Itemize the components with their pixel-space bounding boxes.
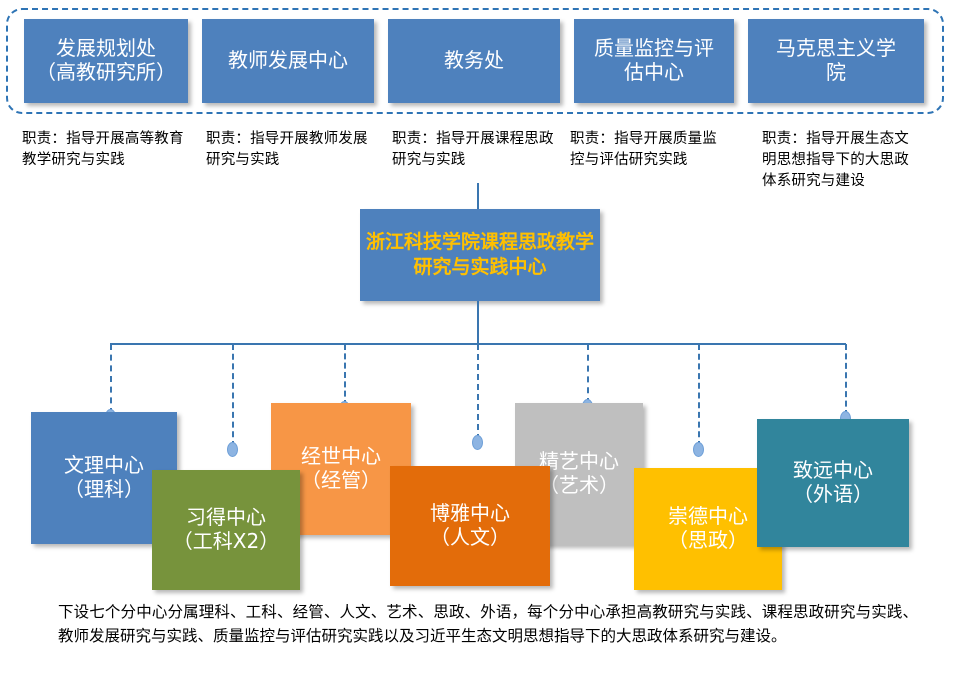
top-unit-box-development-planning[interactable]: 发展规划处 （高教研究所） <box>24 19 188 103</box>
connector-drop-jingshi <box>344 344 346 406</box>
top-unit-box-teacher-development[interactable]: 教师发展中心 <box>202 19 374 103</box>
sub-center-wenli-text: 文理中心（理科） <box>64 453 144 501</box>
connector-drop-chongde <box>698 344 700 447</box>
supervising-units-group-border <box>6 8 944 114</box>
connector-drop-jingyi <box>587 344 589 404</box>
sub-center-box-boya[interactable]: 博雅中心（人文） <box>390 466 550 586</box>
top-unit-box-academic-affairs[interactable]: 教务处 <box>388 19 560 103</box>
connector-drop-wenli <box>110 344 112 414</box>
sub-center-chongde-text: 崇德中心（思政） <box>668 504 748 552</box>
responsibility-caption-marxism-college: 职责：指导开展生态文明思想指导下的大思政体系研究与建设 <box>762 131 909 190</box>
responsibility-caption-quality-monitoring: 职责：指导开展质量监控与评估研究实践 <box>570 131 717 169</box>
connector-drop-xide <box>232 344 234 447</box>
responsibility-caption-academic-affairs: 职责：指导开展课程思政研究与实践 <box>392 131 554 169</box>
center-box-main[interactable]: 浙江科技学院课程思政教学研究与实践中心 <box>360 209 600 301</box>
sub-center-box-xide[interactable]: 习得中心（工科X2） <box>152 470 300 590</box>
connector-group-to-center <box>477 183 479 211</box>
responsibility-caption-teacher-development: 职责：指导开展教师发展研究与实践 <box>206 131 368 169</box>
connector-center-stem <box>477 301 479 344</box>
sub-center-box-zhiyuan[interactable]: 致远中心（外语） <box>757 419 909 547</box>
sub-center-zhiyuan-text: 致远中心（外语） <box>793 458 873 506</box>
sub-center-boya-text: 博雅中心（人文） <box>430 501 510 549</box>
connector-drop-boya <box>477 344 479 440</box>
connector-dot-xide <box>227 442 238 457</box>
sub-center-xide-text: 习得中心（工科X2） <box>172 505 280 553</box>
footer-description: 下设七个分中心分属理科、工科、经管、人文、艺术、思政、外语，每个分中心承担高教研… <box>58 603 918 646</box>
responsibility-caption-development-planning: 职责：指导开展高等教育教学研究与实践 <box>22 131 184 169</box>
top-unit-box-marxism-college[interactable]: 马克思主义学 院 <box>748 19 924 103</box>
connector-dot-chongde <box>693 442 704 457</box>
sub-center-jingyi-text: 精艺中心（艺术） <box>539 449 619 497</box>
connector-dot-boya <box>472 435 483 450</box>
sub-center-jingshi-text: 经世中心（经管） <box>301 444 381 492</box>
top-unit-box-quality-monitoring[interactable]: 质量监控与评 估中心 <box>574 19 734 103</box>
connector-drop-zhiyuan <box>845 344 847 416</box>
